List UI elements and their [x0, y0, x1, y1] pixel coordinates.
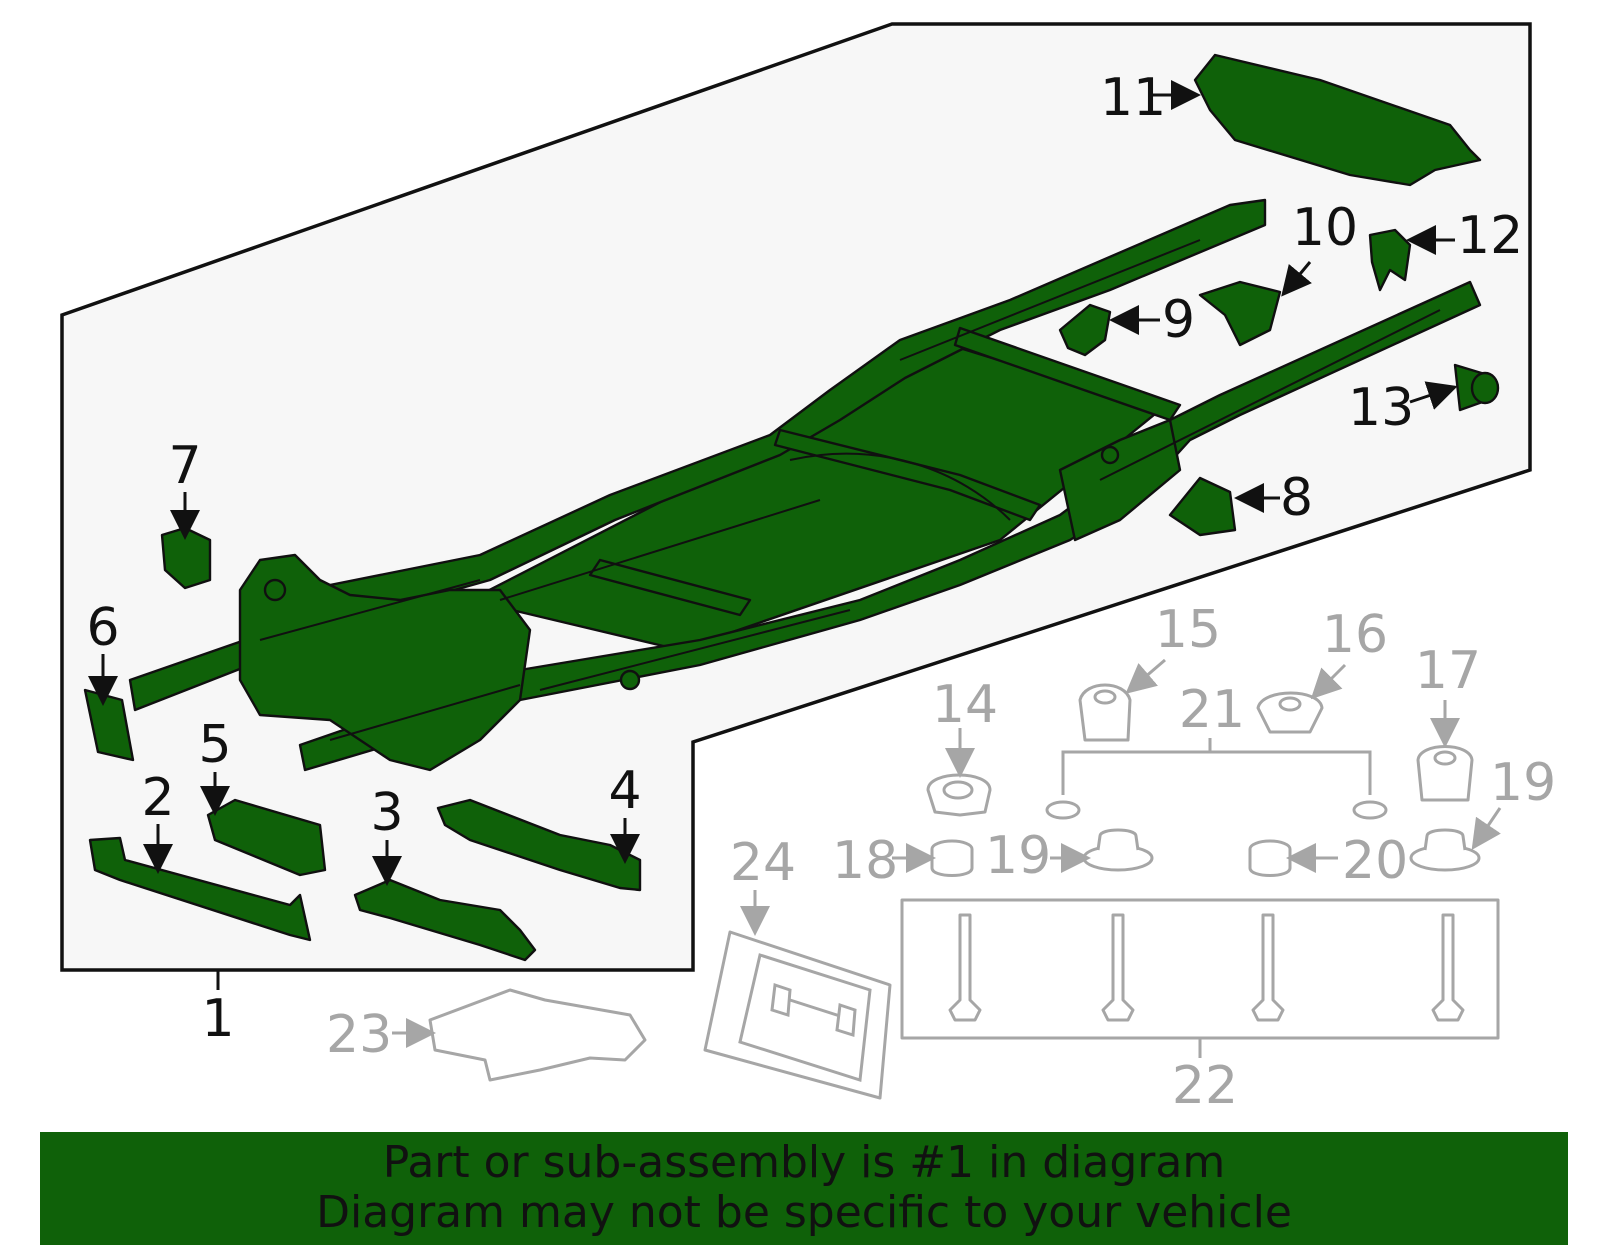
- frame-detail-lines: [259, 239, 1441, 741]
- callout-17: 17: [1415, 641, 1481, 701]
- callout-10: 10: [1292, 198, 1358, 258]
- part-12-bracket: [1368, 228, 1412, 292]
- part-22-bolts: [948, 913, 1465, 1022]
- callout-16: 16: [1322, 605, 1388, 665]
- part-4-brace: [436, 798, 642, 892]
- part-9-bracket: [1058, 303, 1112, 357]
- frame-mount-rear: [1100, 445, 1120, 465]
- callout-15: 15: [1155, 600, 1221, 660]
- part-14-mount: [926, 773, 992, 817]
- callout-20: 20: [1342, 831, 1408, 891]
- part-19-washer-left: [1082, 828, 1154, 872]
- info-banner: Part or sub-assembly is #1 in diagram Di…: [40, 1132, 1568, 1245]
- callout-21: 21: [1179, 680, 1245, 740]
- part-2-crossmember: [88, 836, 312, 942]
- callout-2: 2: [141, 768, 174, 828]
- part-17-mount: [1416, 745, 1474, 802]
- callout-12: 12: [1457, 206, 1523, 266]
- part-15-mount: [1078, 683, 1132, 742]
- part-16-mount: [1256, 691, 1324, 734]
- part-18-spacer: [930, 839, 974, 877]
- part-20-spacer: [1248, 839, 1292, 877]
- part-23-bracket: [428, 988, 647, 1082]
- callout-5: 5: [198, 715, 231, 775]
- frame-mount-front: [263, 578, 287, 602]
- callout-22: 22: [1172, 1056, 1238, 1116]
- callout-18: 18: [832, 831, 898, 891]
- callout-13: 13: [1348, 378, 1414, 438]
- part-22-bolt-box: [900, 898, 1500, 1040]
- part-19-washer-right: [1409, 828, 1481, 872]
- callout-3: 3: [370, 783, 403, 843]
- callout-19-left: 19: [985, 826, 1051, 886]
- callout-23: 23: [326, 1005, 392, 1065]
- callout-9: 9: [1162, 290, 1195, 350]
- callout-arrows: [88, 80, 1502, 1048]
- callout-19-right: 19: [1490, 753, 1556, 813]
- callout-8: 8: [1280, 468, 1313, 528]
- callout-7: 7: [168, 436, 201, 496]
- part-11-crossmember: [1193, 53, 1482, 187]
- part-10-bracket: [1198, 280, 1282, 347]
- part-21-bracket-line: [1061, 738, 1372, 795]
- callout-6: 6: [86, 598, 119, 658]
- banner-line-1: Part or sub-assembly is #1 in diagram: [382, 1137, 1226, 1188]
- callout-1: 1: [201, 989, 234, 1049]
- callout-14: 14: [932, 675, 998, 735]
- part-21-spacer-right: [1352, 800, 1388, 820]
- part-21-spacer-left: [1045, 800, 1081, 820]
- part-5-block: [206, 798, 327, 877]
- banner-line-2: Diagram may not be specific to your vehi…: [316, 1187, 1292, 1238]
- callout-11: 11: [1100, 68, 1166, 128]
- part-13-bushing: [1453, 363, 1500, 412]
- part-3-bracket: [353, 878, 537, 962]
- part-24-pad: [703, 930, 892, 1100]
- frame-mount-mid: [619, 669, 641, 691]
- frame-crossmember-2: [773, 428, 1042, 522]
- frame-front-structure: [238, 553, 532, 772]
- callout-4: 4: [608, 761, 641, 821]
- frame-rear-crossmember: [1058, 418, 1182, 542]
- callout-24: 24: [730, 833, 796, 893]
- frame-assembly: [128, 198, 1482, 772]
- part-8-bracket: [1168, 476, 1237, 537]
